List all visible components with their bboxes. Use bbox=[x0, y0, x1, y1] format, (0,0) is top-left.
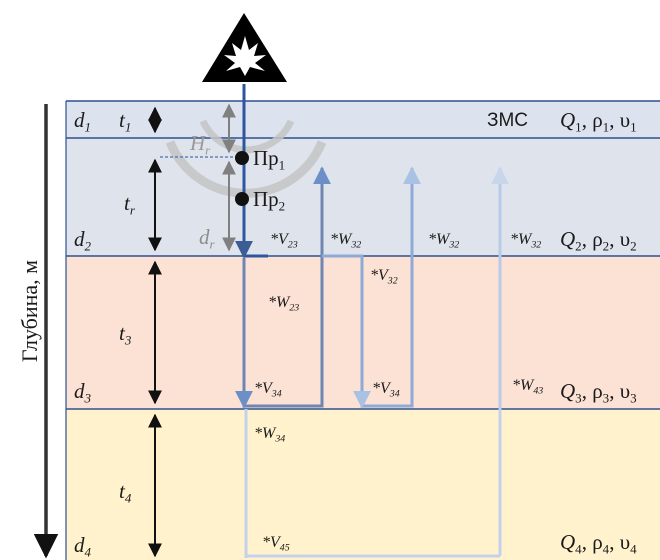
wavefront-arc-inner bbox=[199, 119, 295, 154]
wave-v32: *V32 bbox=[370, 267, 398, 287]
layer-4-thickness: t4 bbox=[119, 479, 132, 506]
layer-3-depth: d3 bbox=[74, 379, 92, 406]
wave-w34: *W34 bbox=[254, 425, 286, 445]
wave-w32-a: *W32 bbox=[330, 231, 362, 251]
zms-label: ЗМС bbox=[487, 110, 529, 131]
receiver-1-label: Пр1 bbox=[253, 146, 286, 173]
wave-v34-a: *V34 bbox=[254, 380, 282, 400]
depth-axis-label: Глубина, м bbox=[17, 259, 42, 363]
wavefront-arc-outer bbox=[165, 140, 327, 198]
wave-w32-c: *W32 bbox=[510, 231, 542, 251]
layer-4-depth: d4 bbox=[74, 533, 92, 560]
ray-w23-w34 bbox=[242, 166, 331, 408]
layer-2-thickness: tr bbox=[124, 191, 135, 218]
receiver-2-label: Пр2 bbox=[253, 187, 286, 214]
layer-1-zms bbox=[66, 101, 660, 138]
wave-v23: *V23 bbox=[270, 231, 298, 251]
wave-w23: *W23 bbox=[268, 294, 300, 314]
wave-w32-b: *W32 bbox=[428, 231, 460, 251]
explosion-icon bbox=[202, 13, 287, 82]
layer-2-depth: d2 bbox=[74, 227, 92, 254]
receiver-1-dot bbox=[235, 151, 249, 165]
dr-label: dr bbox=[199, 225, 215, 252]
receiver-2-dot bbox=[235, 192, 249, 206]
layer-3-thickness: t3 bbox=[119, 321, 132, 348]
layer-1-properties: Q1, ρ1, υ1 bbox=[560, 108, 637, 135]
layer-4 bbox=[66, 409, 660, 560]
layer-4-properties: Q4, ρ4, υ4 bbox=[560, 530, 637, 557]
layer-1-thickness: t1 bbox=[119, 108, 132, 135]
layer-2 bbox=[66, 138, 660, 256]
wave-w43: *W43 bbox=[512, 377, 544, 397]
wave-v34-b: *V34 bbox=[372, 380, 400, 400]
layer-1-depth: d1 bbox=[74, 108, 92, 135]
layer-2-properties: Q2, ρ2, υ2 bbox=[560, 227, 637, 254]
hr-label: Hr bbox=[190, 131, 211, 158]
wave-v45: *V45 bbox=[262, 534, 290, 554]
layer-3-properties: Q3, ρ3, υ3 bbox=[560, 379, 637, 406]
